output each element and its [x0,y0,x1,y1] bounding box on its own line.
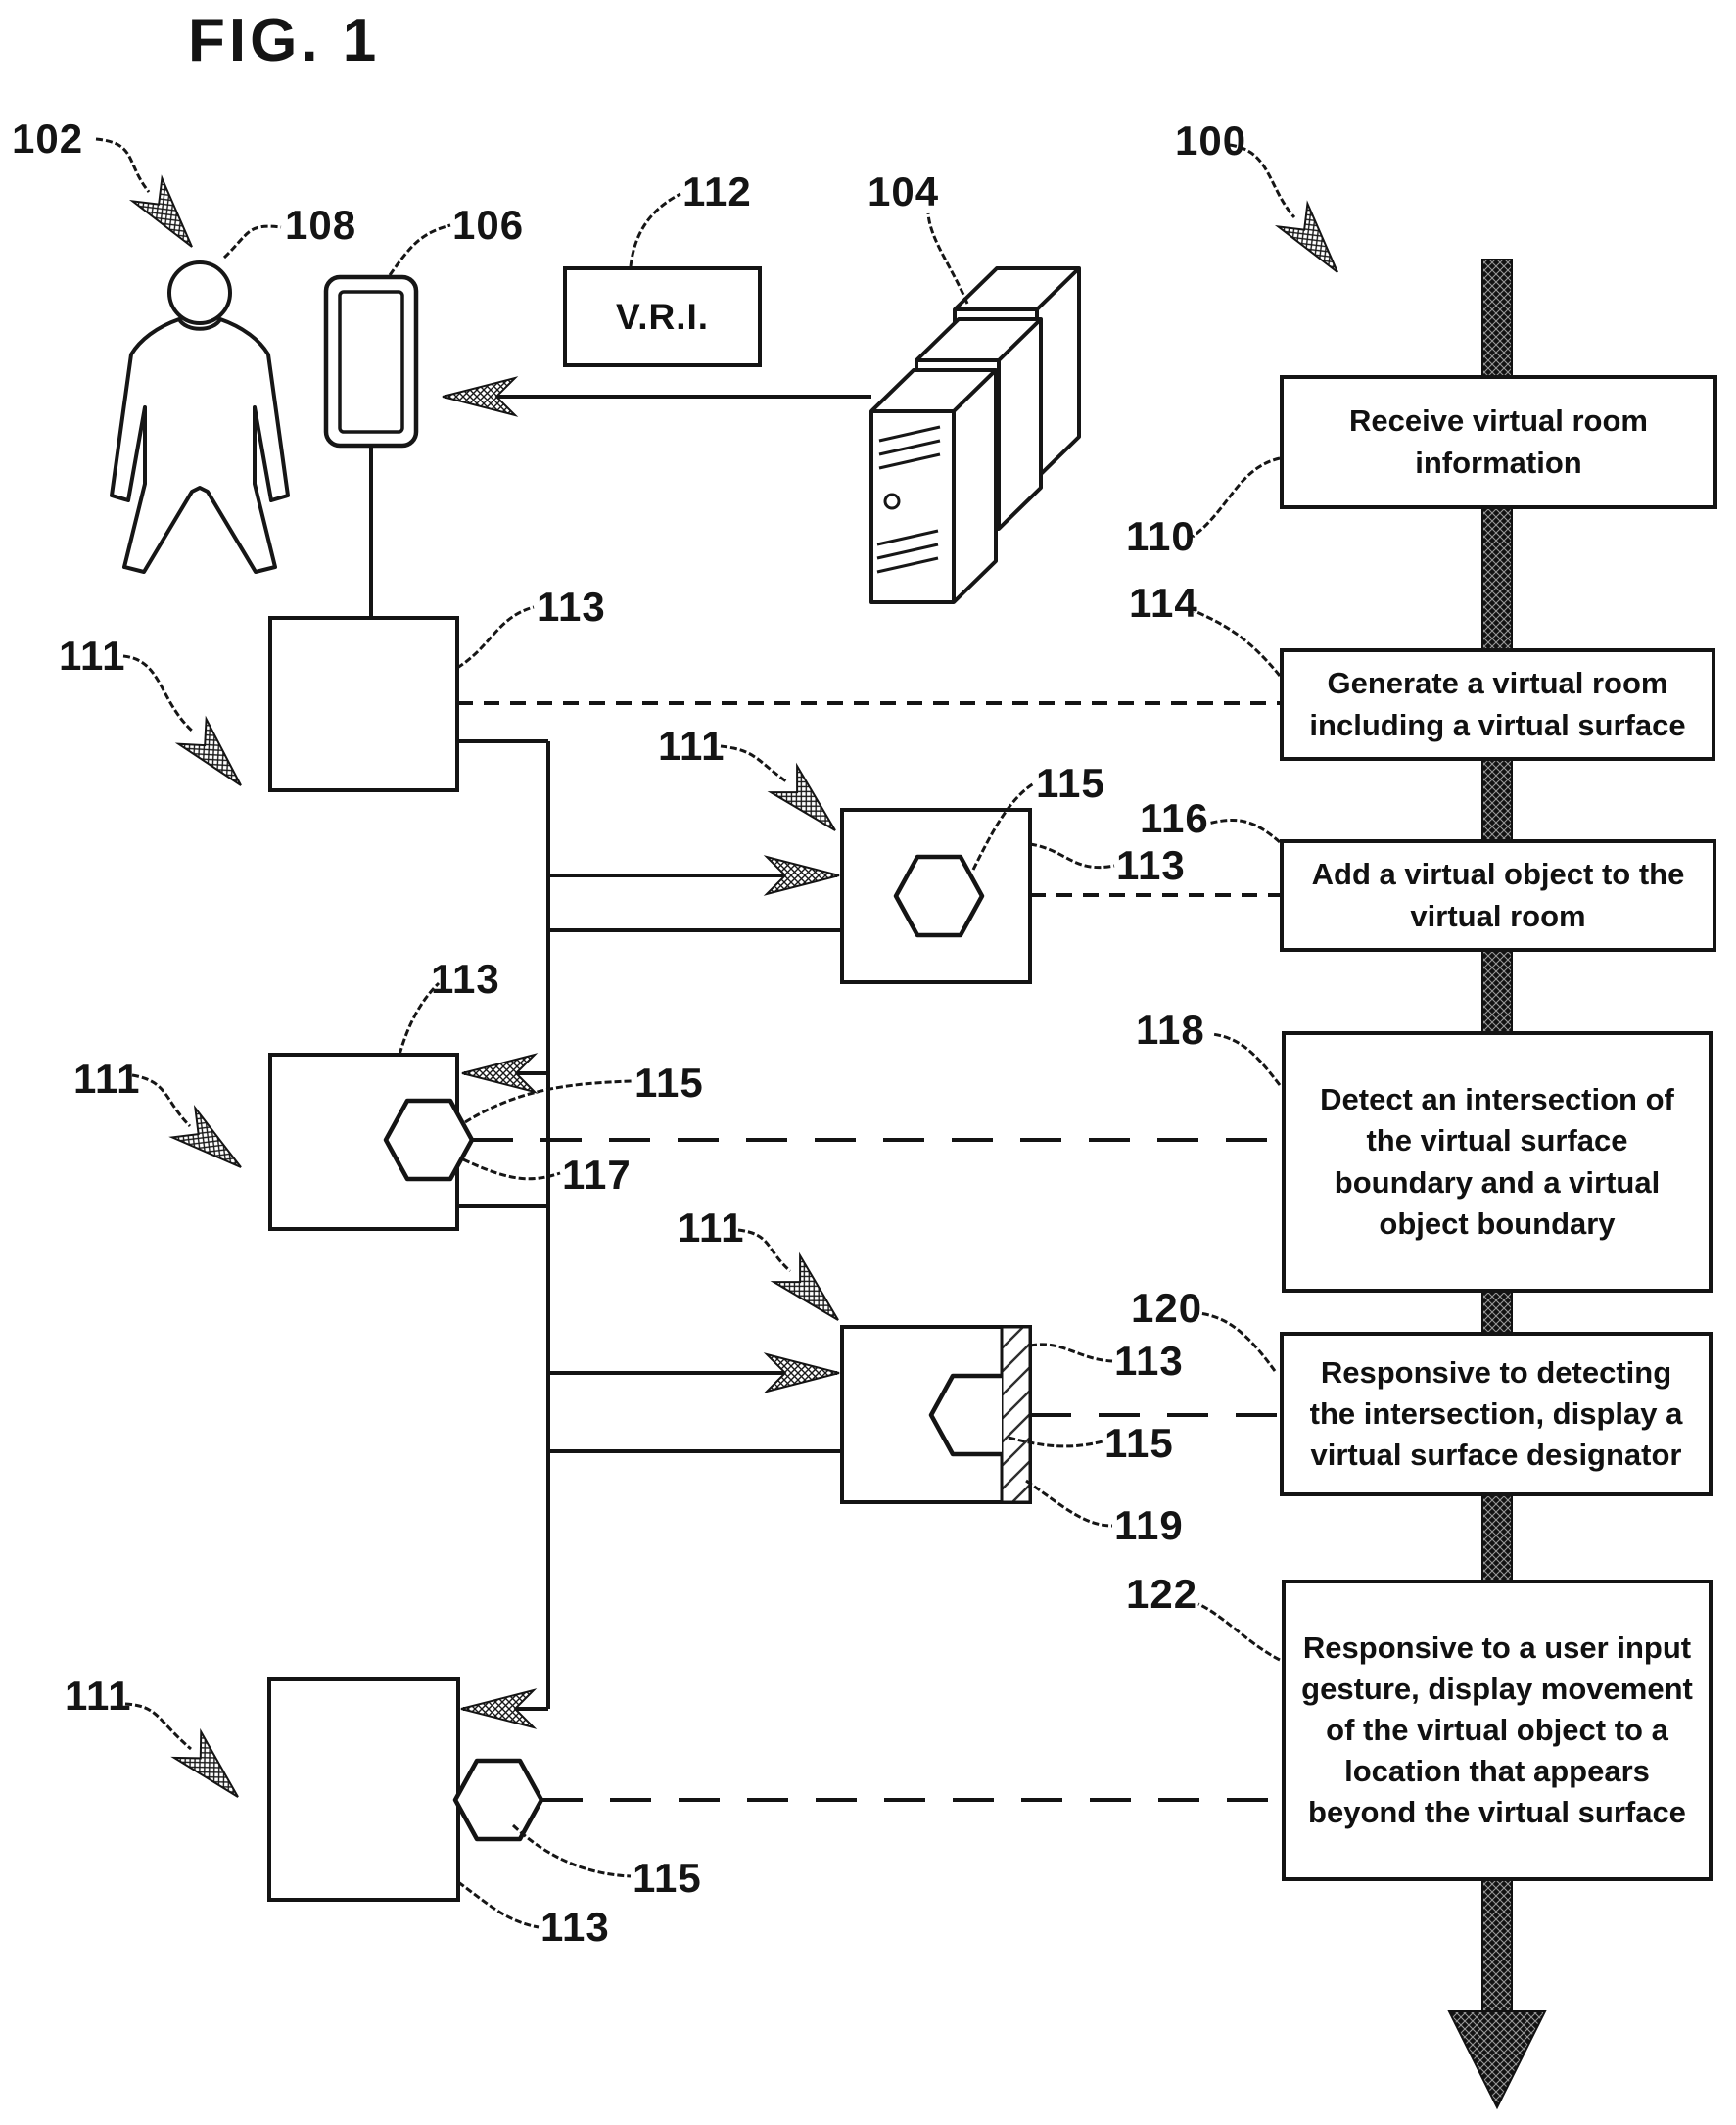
display-views [267,616,1032,1902]
arrowhead-100 [1277,202,1353,285]
ref-100-flowchart: 100 [1175,118,1247,164]
leader-114 [1194,609,1282,677]
arrowhead-102 [131,176,208,260]
leader-118 [1211,1032,1282,1086]
figure-title: FIG. 1 [188,7,381,74]
ref-116-step: 116 [1140,795,1209,841]
ref-115-object3: 115 [634,1060,704,1106]
vri-label: V.R.I. [615,296,710,337]
ref-120-step: 120 [1131,1285,1203,1331]
step-generate-room: Generate a virtual room including a virt… [1280,648,1715,761]
leader-100 [1229,143,1296,219]
ref-113-display3: 113 [431,956,500,1002]
leader-113-5 [457,1880,540,1929]
display-view-5 [267,1677,460,1902]
leader-115-5 [511,1823,632,1878]
vri-box: V.R.I. [563,266,762,367]
ref-111-view2: 111 [658,723,726,769]
ref-108-head: 108 [285,202,357,248]
leader-122 [1197,1602,1281,1662]
leader-104 [926,212,969,305]
leader-108 [222,224,282,260]
ref-102-user: 102 [12,116,84,162]
step-display-designator: Responsive to detecting the intersection… [1280,1332,1713,1496]
ref-113-display4: 113 [1114,1338,1184,1384]
ref-119-designator: 119 [1114,1502,1184,1548]
leader-115-4 [1008,1436,1103,1448]
callout-leaders [95,137,1296,1929]
step-move-object-beyond: Responsive to a user input gesture, disp… [1282,1580,1713,1881]
leader-116 [1207,818,1281,844]
ref-110-step: 110 [1126,513,1196,559]
ref-122-step: 122 [1126,1571,1198,1617]
leader-106 [388,223,451,276]
virtual-object-hexagon-2 [893,854,985,938]
display-device-icon [323,274,419,449]
ref-115-object2: 115 [1036,760,1105,806]
user-person-icon [110,260,290,574]
ref-117-boundary: 117 [562,1152,632,1198]
ref-106-device: 106 [452,202,525,248]
server-vents-icon [876,425,941,574]
leader-113-1 [456,605,535,670]
dashed-reference-lines [457,701,1282,1802]
step-add-object: Add a virtual object to the virtual room [1280,839,1716,952]
leader-113-4 [1029,1343,1113,1363]
ref-114-step: 114 [1129,580,1198,626]
ref-113-display2: 113 [1116,842,1186,888]
leader-110 [1192,456,1281,539]
ref-112-vri: 112 [682,168,752,214]
ref-118-step: 118 [1136,1007,1205,1053]
ref-113-display5: 113 [540,1904,610,1950]
ref-111-view1: 111 [59,633,126,679]
leader-115-2 [971,781,1035,871]
ref-115-object5: 115 [633,1855,702,1901]
virtual-surface-designator-strip [1000,1325,1032,1504]
ref-115-object4: 115 [1104,1420,1174,1466]
leader-113-2 [1029,842,1115,869]
leader-113-3 [398,981,441,1056]
leader-117 [462,1157,561,1181]
ref-111-view4: 111 [678,1204,745,1251]
user-head-icon [167,260,232,325]
ref-104-server: 104 [868,168,940,214]
leader-111-5 [124,1702,192,1751]
step-detect-intersection: Detect an intersection of the virtual su… [1282,1031,1713,1293]
server-power-button-icon [883,493,901,510]
virtual-object-hexagon-3 [383,1098,475,1182]
ref-111-view3: 111 [73,1056,141,1102]
leader-115-3 [464,1079,633,1124]
ref-113-display1: 113 [537,584,606,630]
leader-111-1 [122,654,195,734]
server-icon [869,266,1081,604]
label-arrowheads [131,176,1353,1812]
ref-111-view5: 111 [65,1673,132,1719]
virtual-objects [383,854,1002,1842]
step-receive-room-info: Receive virtual room information [1280,375,1717,509]
leader-102 [95,137,151,193]
display-view-1 [268,616,459,792]
flow-arrowheads [442,377,840,1728]
leader-112 [629,192,681,267]
leader-111-4 [737,1228,791,1273]
leader-111-2 [720,744,787,783]
leader-119 [1025,1479,1113,1528]
leader-111-3 [131,1073,192,1128]
virtual-object-hexagon-4 [928,1373,1002,1457]
leader-120 [1197,1311,1277,1372]
virtual-object-hexagon-5 [452,1758,544,1842]
